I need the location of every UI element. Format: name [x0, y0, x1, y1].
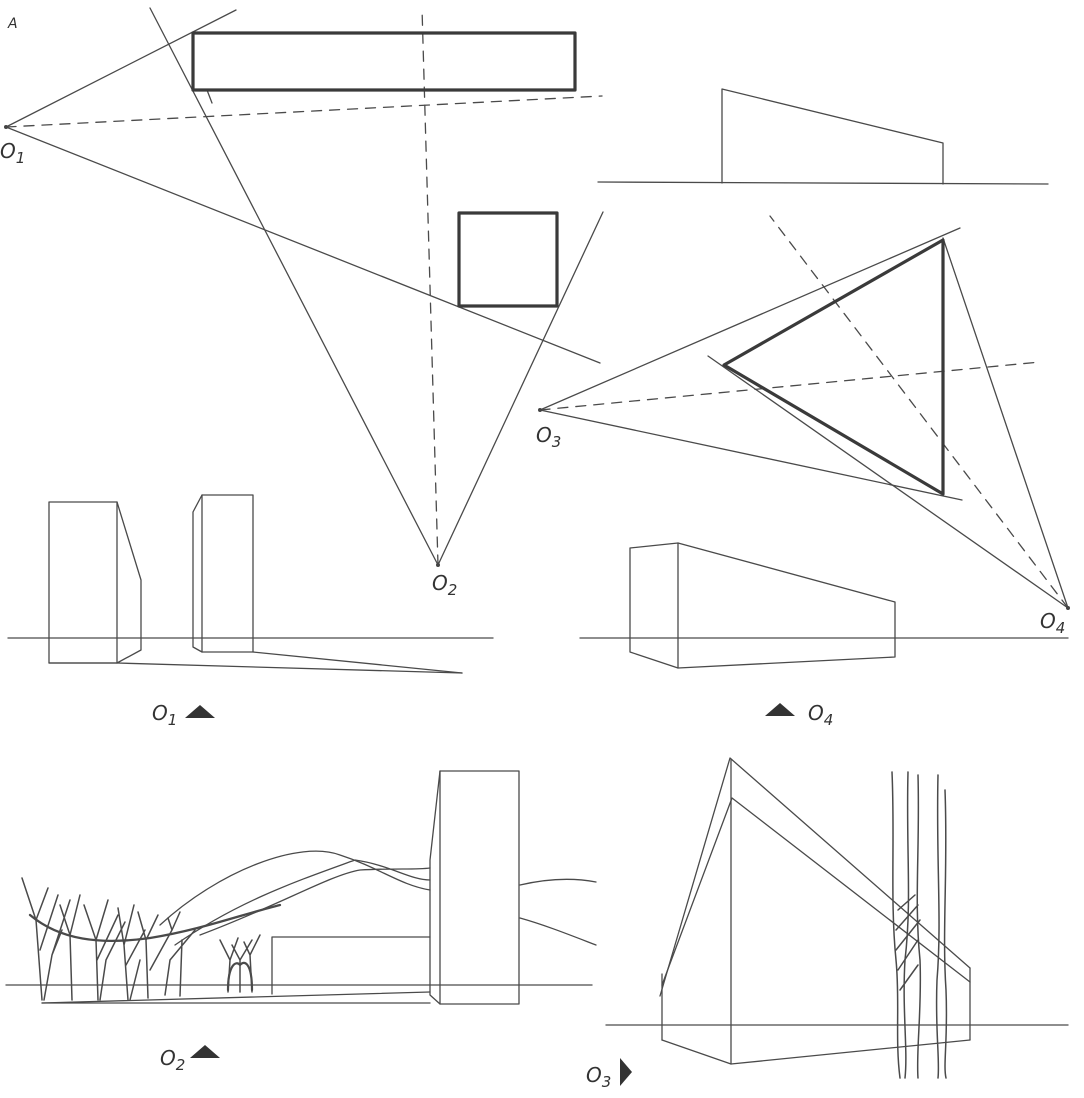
view-o3-base: [661, 1039, 971, 1065]
plan-o1-o2: O1 O2: [0, 7, 604, 599]
view-o1-ground-edge: [116, 662, 463, 674]
o1-sight-line-bottom: [5, 126, 601, 364]
plan-square-building: [457, 211, 559, 308]
view-o3-roof-outer: [659, 757, 971, 997]
view-o1: O1: [7, 494, 494, 729]
o2-axis-dashed: [421, 7, 439, 566]
view-o4: O4: [579, 542, 1069, 729]
point-o4-marker: [1066, 606, 1070, 610]
o1-sight-line-top: [5, 9, 237, 128]
point-o3-marker: [538, 408, 542, 412]
view-o4-label: O4: [808, 701, 833, 729]
point-o1-marker: [4, 125, 8, 129]
view-o1-building-right-side: [192, 494, 203, 653]
view-o2: O2: [5, 770, 597, 1074]
view-o3-roof-inner: [661, 797, 971, 986]
triangle-right-icon: [620, 1058, 632, 1086]
view-o2-low-building: [271, 936, 431, 995]
plan-triangular-building: [722, 238, 945, 496]
view-o2-hill-curve-2: [174, 859, 431, 946]
view-o2-hill-right: [519, 878, 597, 886]
point-o2-marker: [436, 563, 440, 567]
view-o1-building-left-side: [116, 501, 142, 664]
view-o2-trees: [21, 877, 261, 1001]
o1-axis-dashed: [5, 95, 603, 128]
triangle-up-icon: [765, 703, 795, 716]
view-o1-ground-edge-2: [252, 651, 463, 674]
view-o2-label: O2: [160, 1046, 185, 1074]
corner-label: A: [7, 16, 18, 32]
o3-axis-dashed: [539, 361, 1041, 411]
view-o3: O3: [586, 757, 1069, 1091]
point-o4-label: O4: [1040, 609, 1065, 637]
triangle-up-icon: [185, 705, 215, 718]
elevation-slope-profile: [597, 88, 1049, 185]
view-o1-label: O1: [152, 701, 177, 729]
o2-short-stub: [206, 89, 213, 104]
point-o2-label: O2: [432, 571, 457, 599]
point-o3-label: O3: [536, 423, 561, 451]
view-o1-building-right-front: [201, 494, 254, 653]
point-o1-label: O1: [0, 139, 25, 167]
triangle-up-icon: [190, 1045, 220, 1058]
view-o1-building-left-front: [48, 501, 118, 664]
elevation-ground-line: [597, 181, 1049, 185]
o3-sight-line-top: [539, 227, 961, 411]
view-o4-building-outline: [629, 542, 896, 669]
view-o3-trunks: [891, 771, 948, 1079]
elevation-profile: [721, 88, 944, 185]
view-o2-slope-right: [519, 917, 597, 946]
plan-wide-building: [191, 31, 577, 92]
o4-axis-dashed: [769, 215, 1069, 609]
o2-sight-line-left: [149, 7, 439, 566]
view-o2-tall-block: [439, 770, 520, 1005]
view-o2-ground-line-2: [41, 991, 431, 1004]
view-o3-label: O3: [586, 1063, 611, 1091]
o4-sight-line-right: [942, 237, 1069, 609]
view-o2-hill-curve-1: [159, 850, 431, 926]
o4-sight-line-left: [707, 355, 1069, 609]
o2-sight-line-right: [437, 211, 604, 566]
view-o2-tall-block-side: [429, 770, 441, 1005]
plan-o3-o4: O3 O4: [536, 215, 1070, 637]
o3-sight-line-bottom: [539, 409, 963, 501]
